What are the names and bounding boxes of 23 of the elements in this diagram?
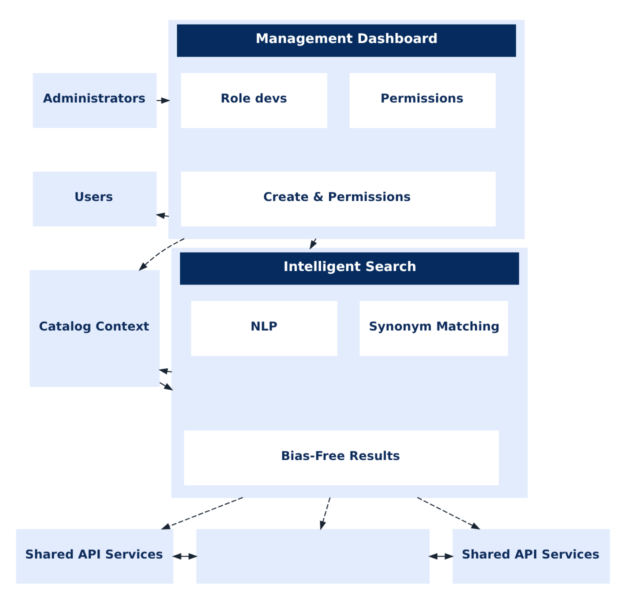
arrow	[160, 497, 243, 530]
node-box: Shared API Services	[16, 528, 174, 584]
node-box: Administrators	[32, 73, 157, 128]
arrow	[159, 382, 174, 390]
arrow	[138, 238, 184, 272]
node-box: NLP	[191, 301, 338, 356]
node-box: Role devs	[181, 73, 328, 128]
node-box: Shared API Services	[452, 528, 610, 584]
arrow	[417, 497, 480, 530]
arrow	[172, 553, 198, 560]
node-box: Bias-Free Results	[184, 430, 499, 486]
node-box: Catalog Context	[30, 270, 160, 387]
arrow	[310, 238, 317, 250]
node-box: Synonym Matching	[360, 301, 508, 356]
arrow	[158, 368, 172, 374]
arrow	[320, 497, 331, 530]
arrow	[156, 212, 169, 220]
arrow	[156, 97, 170, 104]
node-box: Create & Permissions	[181, 172, 496, 226]
node-box: Users	[32, 172, 157, 226]
node-box	[196, 528, 430, 584]
node-box: Permissions	[350, 73, 496, 128]
arrow	[428, 553, 454, 560]
